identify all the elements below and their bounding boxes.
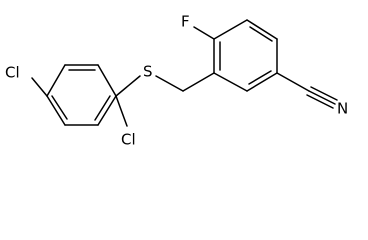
double-bond-inner [248, 70, 272, 85]
nitrile-triple-bond [306, 94, 334, 109]
bond-ring-to-sulfur [115, 75, 141, 97]
bond-sulfur-to-ch2 [155, 75, 184, 92]
chlorine-bottom-label: Cl [121, 131, 136, 149]
double-bond-inner [249, 26, 273, 42]
double-bond-inner [94, 95, 111, 121]
bond-ring-to-nitrile-carbon [276, 72, 310, 92]
dichlorophenyl-ring [46, 64, 117, 126]
bond-to-chlorine-bottom [115, 95, 128, 127]
bond [213, 72, 248, 92]
chlorine-left-label: Cl [5, 64, 20, 82]
bond-ch2-to-ring [182, 72, 215, 92]
fluorine-label: F [181, 13, 190, 31]
double-bond-inner [51, 95, 68, 120]
sulfur-label: S [143, 63, 153, 81]
bond-to-chlorine-left [31, 77, 48, 97]
nitrile-triple-bond [308, 90, 336, 105]
chemical-structure-diagram: F S Cl Cl N [5, 13, 348, 149]
bond [46, 64, 66, 97]
fluorobenzonitrile-ring [213, 19, 278, 92]
bond [97, 95, 117, 126]
bond-to-fluorine [193, 26, 215, 40]
bond [97, 64, 117, 97]
bond [213, 19, 248, 40]
bond [46, 95, 66, 126]
bond [246, 72, 278, 92]
nitrile-triple-bond [310, 86, 338, 101]
nitrogen-label: N [337, 100, 348, 118]
bond [246, 19, 278, 40]
